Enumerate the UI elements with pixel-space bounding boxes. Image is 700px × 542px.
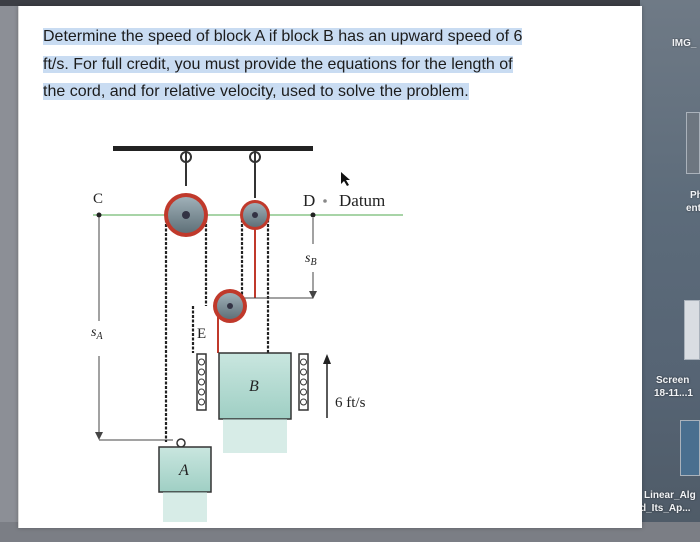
pulley-d (240, 200, 270, 230)
sb-arrowhead (309, 291, 317, 299)
pulley-hanger-right (249, 151, 261, 198)
desktop-thumbnail-physics[interactable] (686, 112, 700, 174)
desktop-file-screen[interactable]: Screen (656, 375, 690, 386)
question-line-3: the cord, and for relative velocity, use… (43, 83, 469, 100)
label-e: E (197, 326, 206, 342)
desktop-thumbnail-linear[interactable] (680, 420, 700, 476)
label-d: D (303, 191, 315, 210)
label-a: A (178, 462, 189, 479)
label-sa: sA (91, 325, 103, 342)
label-datum: Datum (339, 191, 385, 210)
chain-left (196, 353, 207, 411)
point-c (96, 212, 102, 218)
problem-statement: Determine the speed of block A if block … (43, 23, 603, 106)
photo-bezel (0, 0, 700, 6)
desktop-file-linear-sub: d_Its_Ap... (640, 503, 691, 514)
datum-point (310, 212, 316, 218)
sa-arrowhead (95, 432, 103, 440)
desktop-file-screen-sub: 18-11...1 (654, 388, 693, 399)
mouse-cursor (341, 172, 350, 186)
label-speed: 6 ft/s (335, 395, 366, 411)
desktop-area: IMG_ Physi entist... Screen 18-11...1 Li… (640, 0, 700, 542)
pulley-diagram: C sA (91, 146, 403, 522)
label-sb: sB (305, 251, 317, 268)
pulley-c (164, 193, 208, 237)
cord-system (164, 215, 270, 442)
pulley-e (213, 289, 247, 323)
velocity-arrowhead (323, 354, 331, 364)
ceiling-support (113, 146, 313, 151)
document-page: Determine the speed of block A if block … (18, 6, 642, 528)
label-b: B (249, 378, 259, 395)
pulley-hanger-left (180, 151, 192, 186)
block-b (218, 352, 292, 453)
desktop-thumbnail-screen[interactable] (684, 300, 700, 360)
label-c: C (93, 191, 103, 207)
question-line-2: ft/s. For full credit, you must provide … (43, 55, 513, 73)
desktop-file-img[interactable]: IMG_ (672, 38, 697, 49)
question-line-1: Determine the speed of block A if block … (43, 28, 523, 45)
desktop-file-linear[interactable]: Linear_Alg (644, 490, 696, 501)
block-a (158, 438, 212, 522)
point-d-marker (323, 199, 327, 203)
desktop-file-physics[interactable]: Physi (690, 190, 700, 201)
chain-right (298, 353, 309, 411)
desktop-file-physics-sub: entist... (686, 203, 700, 214)
